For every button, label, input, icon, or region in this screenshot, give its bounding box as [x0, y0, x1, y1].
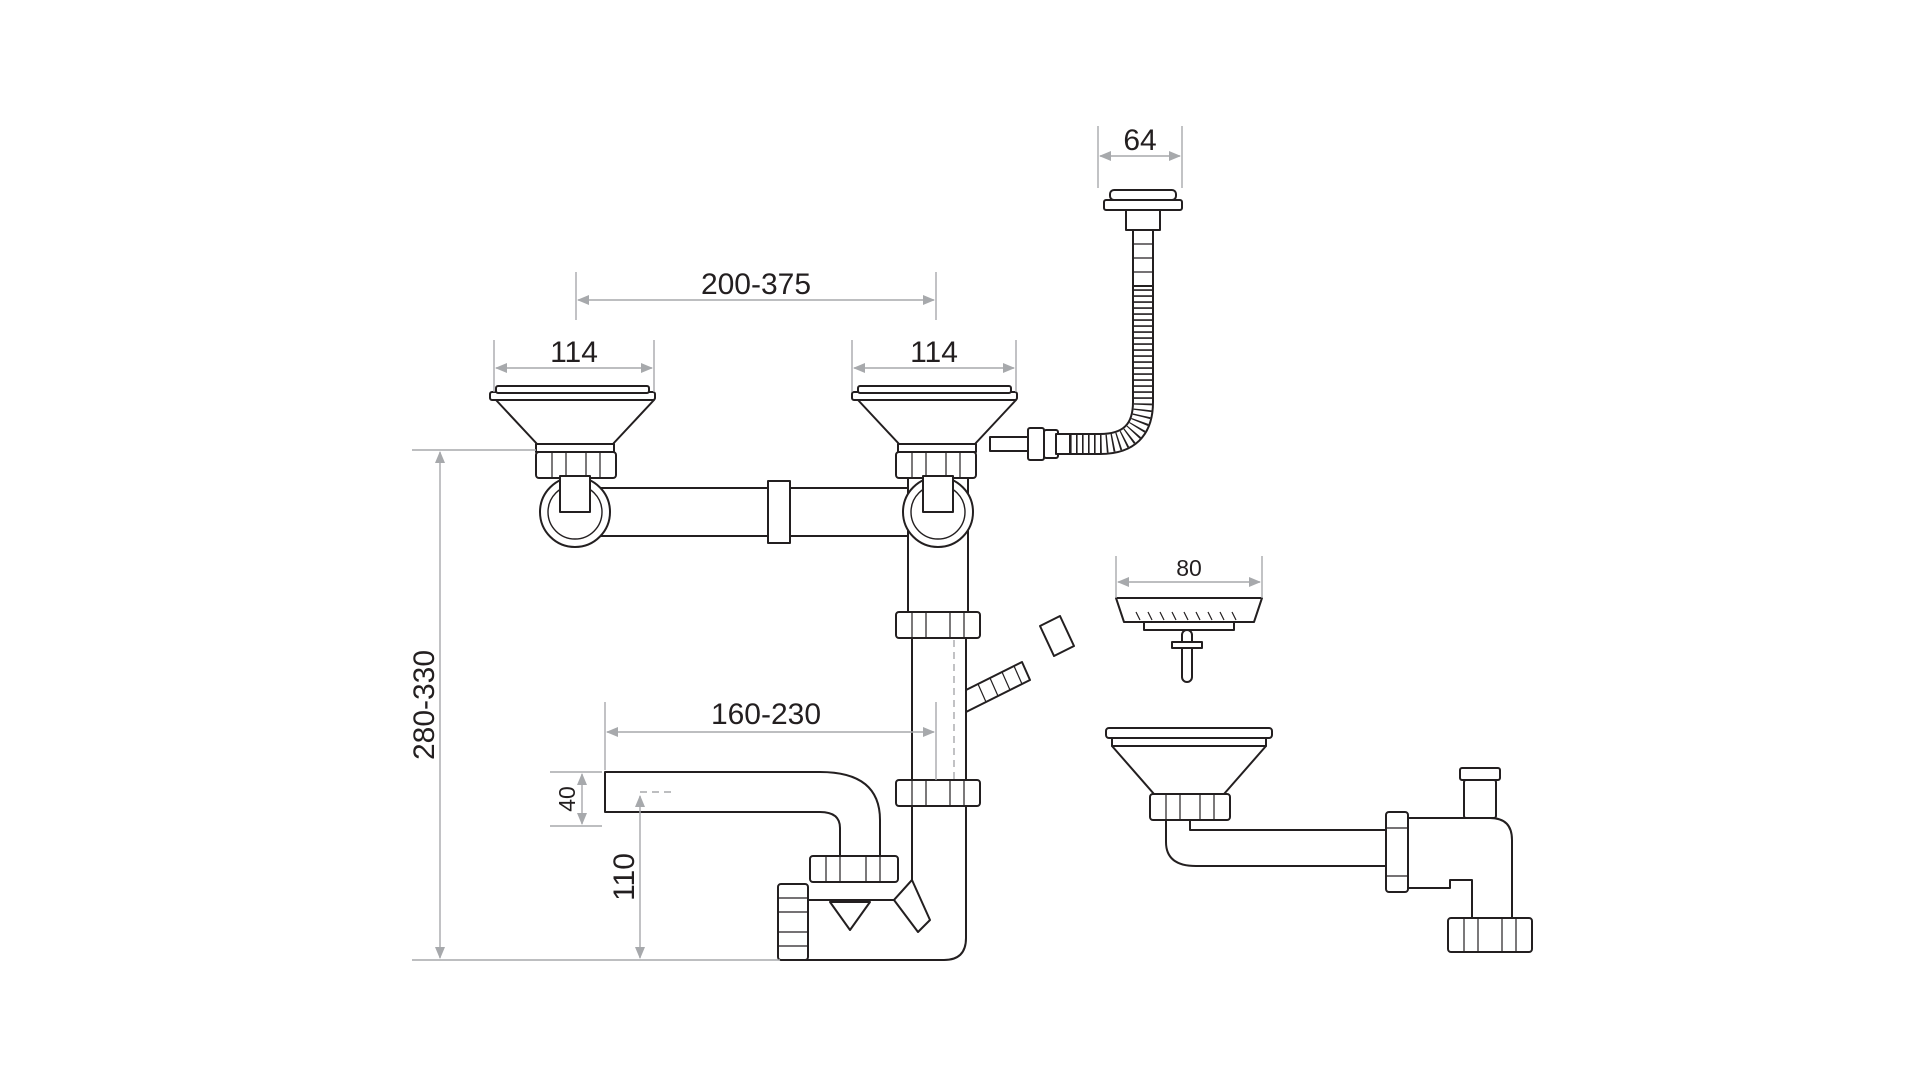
- dim-label-overflow-head: 64: [1123, 124, 1156, 157]
- bottle-trap: [801, 805, 967, 961]
- dim-label-small-strainer: 80: [1176, 555, 1202, 581]
- single-basin-kit: [1105, 727, 1533, 953]
- dim-label-outlet-offset: 40: [554, 786, 580, 812]
- left-basket-strainer: [489, 385, 656, 453]
- side-outlet-pipe: [604, 771, 899, 883]
- right-basket-strainer: [851, 385, 1018, 453]
- overflow-head: [1103, 189, 1183, 287]
- single-strainer-nut: [1149, 793, 1231, 821]
- dim-label-strainer-left: 114: [550, 336, 598, 369]
- single-strainer: [1105, 727, 1273, 795]
- single-trap-pipe: [1165, 767, 1533, 953]
- dim-label-outlet-height: 110: [608, 853, 641, 901]
- appliance-connector: [965, 615, 1075, 713]
- dim-label-outlet-reach: 160-230: [711, 698, 821, 731]
- small-strainer-basket: [1115, 597, 1263, 683]
- dim-label-total-height: 280-330: [408, 650, 441, 760]
- main-drain-assembly: [489, 189, 1183, 961]
- dim-label-strainer-spacing: 200-375: [701, 268, 811, 301]
- right-strainer-nut: [895, 451, 977, 479]
- dimension-lines: [412, 126, 1263, 961]
- lower-nut: [895, 779, 981, 807]
- overflow-hose: [1070, 285, 1154, 455]
- left-strainer-nut: [535, 451, 617, 479]
- trap-nut-bottom: [777, 883, 809, 961]
- stand-pipe: [895, 475, 981, 782]
- left-elbow: [539, 475, 611, 548]
- dim-label-strainer-right: 114: [910, 336, 958, 369]
- connecting-pipe: [597, 480, 909, 544]
- overflow-connector: [989, 427, 1071, 461]
